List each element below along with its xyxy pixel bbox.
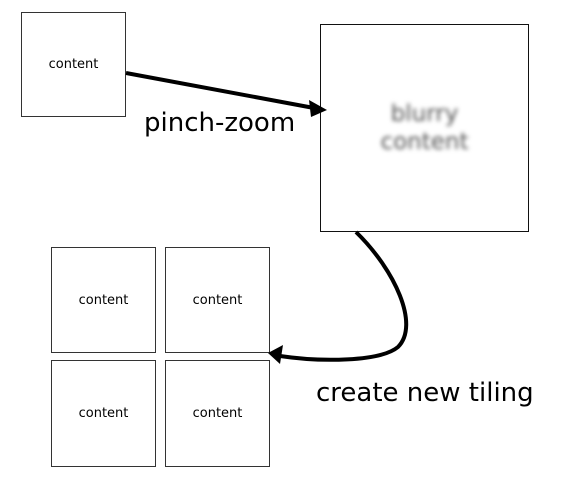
tile-bottom-right: content: [165, 360, 270, 467]
tile-label: content: [78, 406, 129, 421]
create-tiling-arrowhead: [268, 345, 283, 364]
tile-label: content: [192, 292, 243, 308]
create-new-tiling-label: create new tiling: [316, 378, 534, 408]
tile-label: content: [192, 406, 243, 421]
tile-top-left: content: [51, 247, 156, 353]
zoomed-content-box: blurry content: [320, 24, 529, 232]
pinch-zoom-label: pinch-zoom: [144, 108, 296, 138]
tile-top-right: content: [165, 247, 270, 353]
tile-label: content: [78, 292, 129, 308]
blurry-content-label: blurry content: [380, 101, 469, 155]
pinch-zoom-arrow: [125, 71, 315, 110]
create-tiling-arrow: [279, 230, 409, 362]
original-content-box: content: [21, 12, 126, 117]
tile-bottom-left: content: [51, 360, 156, 467]
pinch-zoom-arrowhead: [309, 100, 327, 117]
original-content-label: content: [48, 57, 99, 72]
